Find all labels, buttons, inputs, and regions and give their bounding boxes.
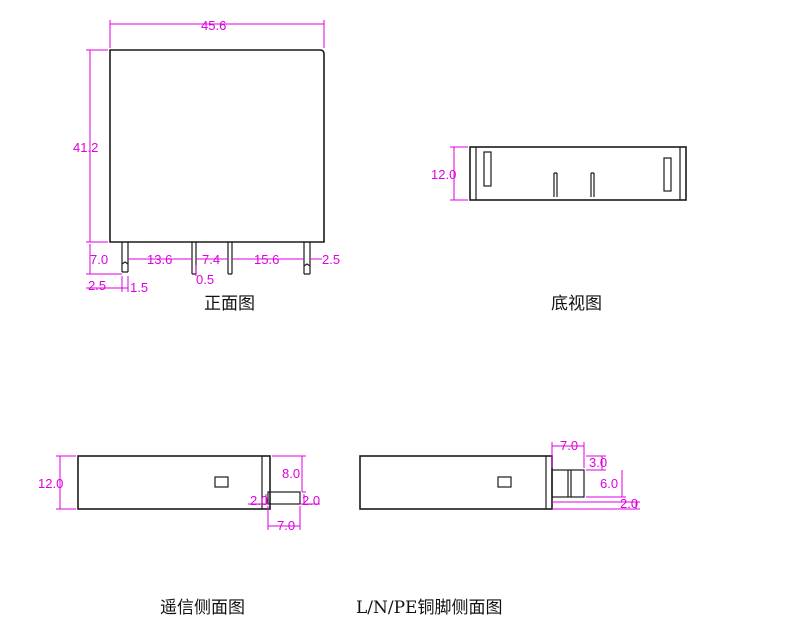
front-view: 45.6 41.2 7.0 13.6 7.4 15.6 2.5 0.5 2.5 … (73, 18, 340, 314)
pin-1-notch (121, 261, 129, 265)
power-side-pin-detail (567, 470, 572, 497)
bottom-pin-mid-1 (553, 172, 558, 197)
pin-1 (121, 242, 129, 273)
signal-right-label: 2.0 (302, 493, 320, 508)
signal-height-label: 8.0 (282, 466, 300, 481)
front-view-caption: 正面图 (204, 294, 255, 314)
pin-3 (227, 242, 233, 275)
front-height-label: 41.2 (73, 140, 98, 155)
power-side-view: 7.0 3.0 6.0 2.0 L/N/PE铜脚侧面图 (356, 438, 640, 618)
signal-side-view: 12.0 8.0 2.0 2.0 7.0 遥信侧面图 (38, 455, 320, 618)
bottom-inner-line (475, 147, 681, 200)
front-pin-right-label: 2.5 (322, 252, 340, 267)
front-width-label: 45.6 (201, 18, 226, 33)
signal-left-label: 2.0 (250, 493, 268, 508)
front-view-body (109, 49, 325, 243)
bottom-view-caption: 底视图 (551, 294, 602, 314)
front-view-dimensions (86, 20, 325, 292)
front-offset-left-label: 2.5 (88, 278, 106, 293)
front-view-pins (121, 242, 311, 275)
signal-width-label: 7.0 (277, 518, 295, 533)
bottom-depth-label: 12.0 (431, 167, 456, 182)
bottom-view-body (469, 146, 687, 201)
front-pin-thickness-label: 0.5 (196, 272, 214, 287)
bottom-slot-left (483, 151, 492, 187)
power-side-body (359, 455, 553, 510)
front-pin-width-label: 1.5 (130, 280, 148, 295)
bottom-view: 12.0 底视图 (431, 146, 687, 314)
bottom-pin-mid-2 (590, 172, 595, 197)
bottom-slot-right (663, 157, 672, 192)
front-pitch-1-label: 13.6 (147, 252, 172, 267)
pin-4 (303, 242, 311, 275)
pin-4-notch (303, 263, 311, 267)
power-mid-label: 6.0 (600, 476, 618, 491)
signal-side-caption: 遥信侧面图 (160, 598, 245, 618)
signal-side-body (77, 455, 271, 510)
signal-side-pin (267, 491, 301, 505)
power-bottom-label: 2.0 (620, 496, 638, 511)
power-side-caption: L/N/PE铜脚侧面图 (356, 598, 502, 618)
pin-2 (191, 242, 197, 275)
power-top-label: 7.0 (560, 438, 578, 453)
signal-side-window (214, 476, 229, 488)
front-pin-length-label: 7.0 (90, 252, 108, 267)
front-pitch-3-label: 15.6 (254, 252, 279, 267)
power-upper-label: 3.0 (589, 455, 607, 470)
signal-depth-label: 12.0 (38, 476, 63, 491)
power-side-window (497, 476, 512, 488)
front-pitch-2-label: 7.4 (202, 252, 220, 267)
